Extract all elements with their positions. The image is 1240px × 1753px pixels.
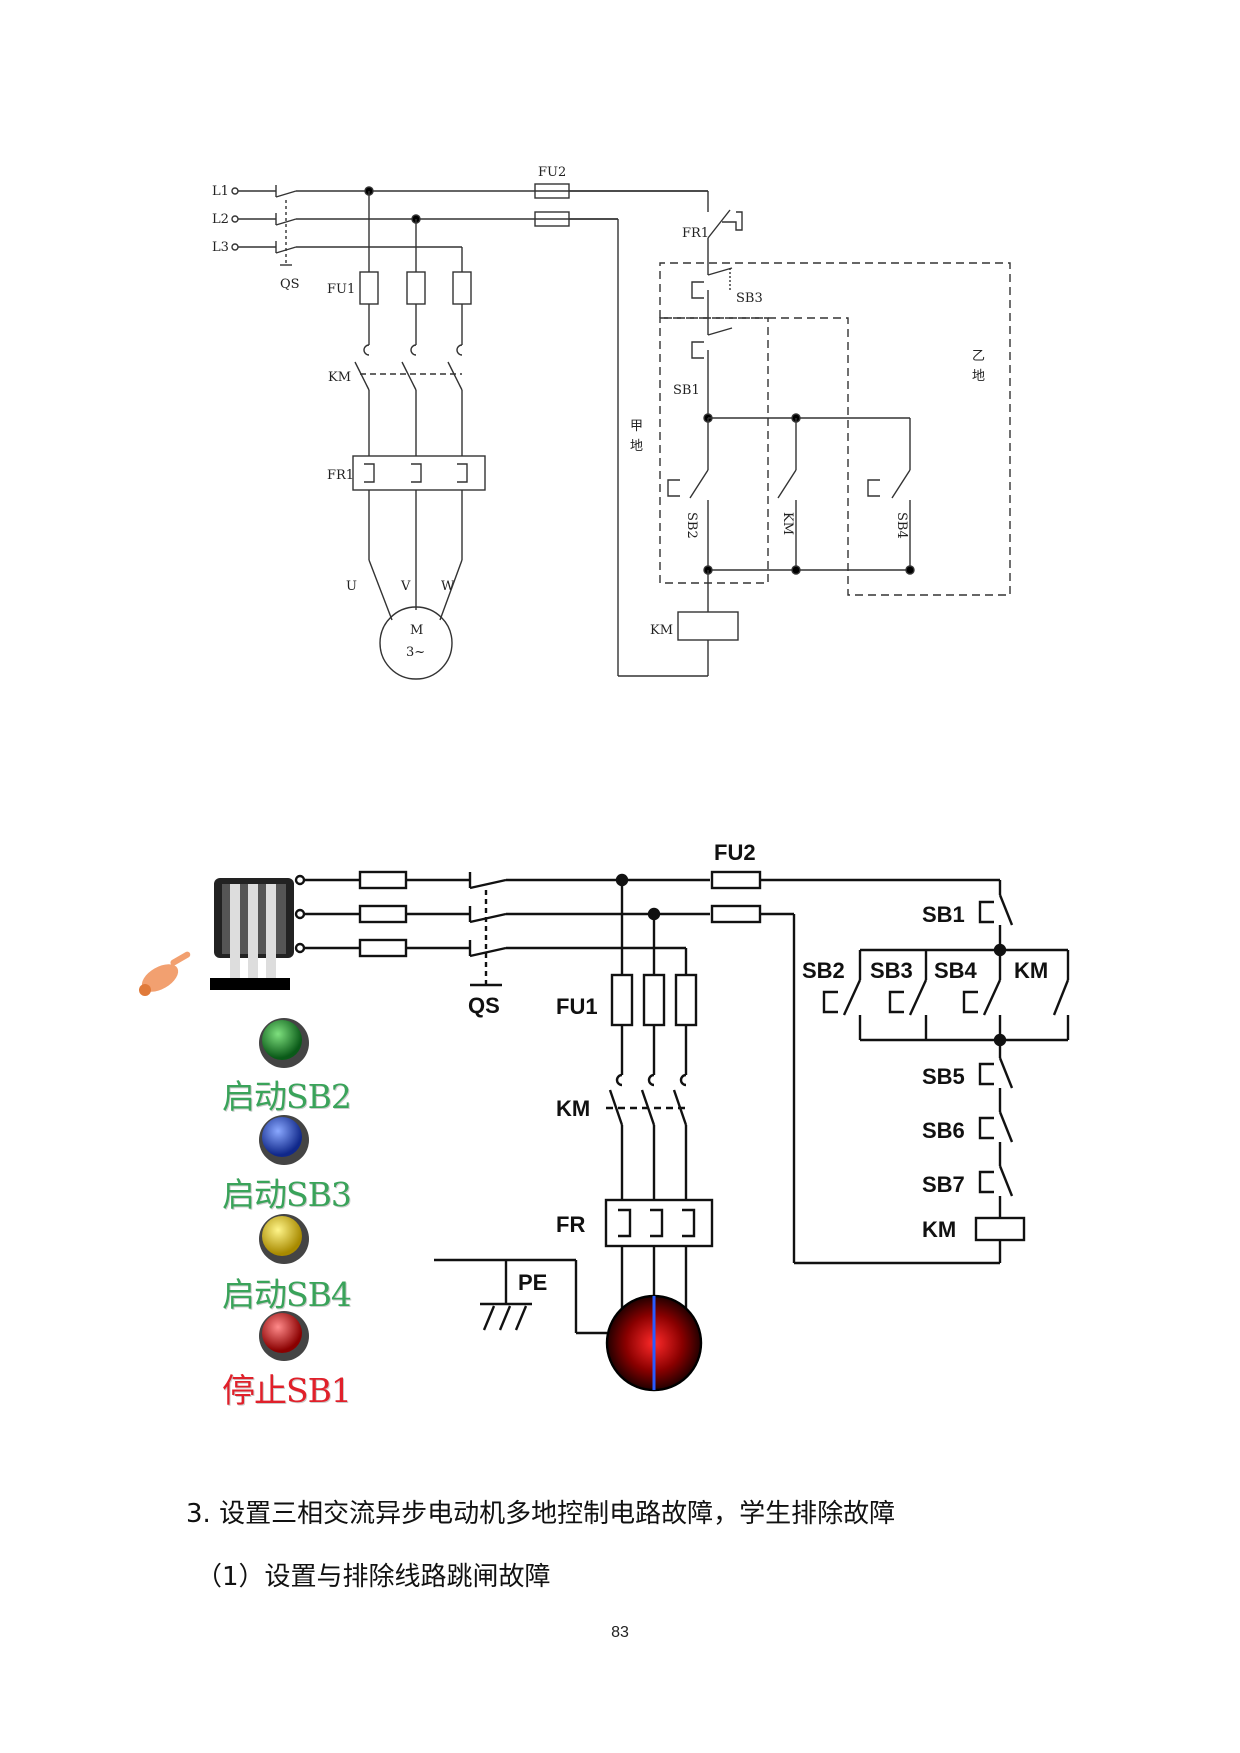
fu1-label-bottom: FU1 — [556, 994, 598, 1019]
bottom-main-lines: QS FU1 KM — [294, 870, 714, 1392]
start-sb4-caption: 启动SB4 — [222, 1275, 352, 1314]
terminal-u: U — [346, 579, 357, 594]
page-number: 83 — [611, 1624, 629, 1641]
bottom-control-circuit: FU2 SB1 — [710, 840, 1070, 1265]
fu2-label-bottom: FU2 — [714, 840, 756, 865]
km-main-label: KM — [328, 370, 351, 385]
pointing-hand-icon — [139, 951, 191, 996]
fu1-label: FU1 — [327, 282, 355, 297]
sb3-label: SB3 — [736, 291, 763, 306]
terminal-v: V — [400, 579, 411, 594]
start-sb3-button[interactable] — [262, 1117, 302, 1157]
sb7-label: SB7 — [922, 1172, 965, 1197]
sb6-label: SB6 — [922, 1118, 965, 1143]
location-b-label-1: 乙 — [972, 349, 985, 364]
start-sb3-caption: 启动SB3 — [222, 1175, 352, 1214]
qs-label: QS — [280, 277, 300, 292]
start-sb2-caption: 启动SB2 — [222, 1077, 352, 1116]
phase-label-l3: L3 — [212, 240, 229, 255]
sb2-label: SB2 — [684, 512, 699, 539]
control-circuit: FU2 FR1 SB3 SB1 — [534, 165, 1011, 677]
pe-label: PE — [518, 1270, 547, 1295]
bottom-circuit-diagram: QS FU1 KM — [139, 840, 1070, 1392]
bottom-coil — [974, 1216, 1026, 1242]
top-circuit-diagram: L1 L2 L3 QS — [212, 165, 1011, 680]
motor-symbol — [379, 606, 453, 680]
fu2-label: FU2 — [538, 165, 566, 180]
section-heading: 3. 设置三相交流异步电动机多地控制电路故障，学生排除故障 — [186, 1499, 896, 1529]
sb5-label: SB5 — [922, 1064, 965, 1089]
fr1-label: FR1 — [327, 468, 354, 483]
sb1-label: SB1 — [673, 383, 700, 398]
fr1-contact-label: FR1 — [682, 226, 709, 241]
fr-label-bottom: FR — [556, 1212, 585, 1237]
motor-label: M — [410, 623, 423, 638]
sb2-label-bottom: SB2 — [802, 958, 845, 983]
power-source-icon — [210, 878, 294, 990]
sb4-label: SB4 — [894, 512, 909, 539]
stop-sb1-caption: 停止SB1 — [222, 1371, 352, 1410]
km-hold-label: KM — [780, 512, 795, 535]
sb3-label-bottom: SB3 — [870, 958, 913, 983]
motor-sublabel: 3~ — [406, 645, 425, 660]
km-main-label-bottom: KM — [556, 1096, 590, 1121]
coil-label-bottom: KM — [922, 1217, 956, 1242]
section-subheading: （1）设置与排除线路跳闸故障 — [196, 1562, 551, 1592]
coil-label: KM — [650, 623, 673, 638]
panel-buttons — [259, 1018, 309, 1361]
phase-label-l1: L1 — [212, 184, 229, 199]
phase-label-l2: L2 — [212, 212, 229, 227]
stop-sb1-button[interactable] — [262, 1313, 302, 1353]
main-power-lines: FU1 KM FR1 U V W — [327, 191, 486, 680]
start-sb4-button[interactable] — [262, 1216, 302, 1256]
location-b-label-2: 地 — [972, 369, 985, 384]
sb1-label-bottom: SB1 — [922, 902, 965, 927]
location-a-label-2: 地 — [630, 439, 643, 454]
qs-label-bottom: QS — [468, 993, 500, 1018]
km-hold-label-bottom: KM — [1014, 958, 1048, 983]
start-sb2-button[interactable] — [262, 1020, 302, 1060]
location-a-label-1: 甲 — [630, 419, 643, 434]
sb4-label-bottom: SB4 — [934, 958, 978, 983]
